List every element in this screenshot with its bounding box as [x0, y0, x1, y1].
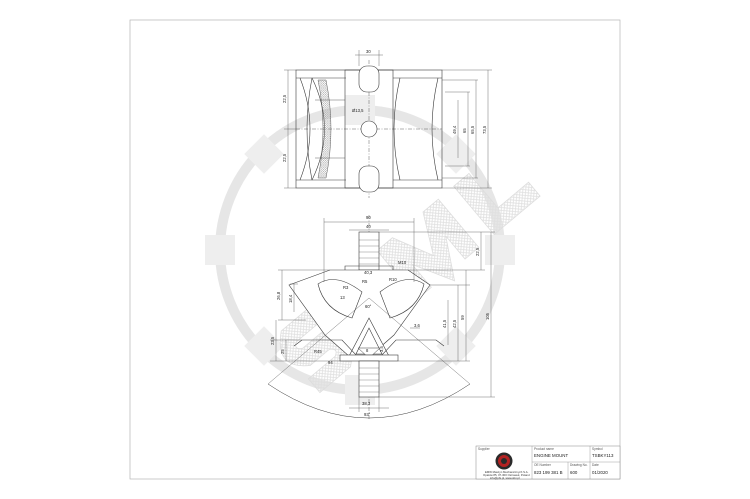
- dim-bottom-angle: 93°: [364, 412, 371, 417]
- dim-mid: 3,6: [414, 323, 420, 328]
- front-bottom-stud: [358, 360, 380, 398]
- front-view: [267, 215, 495, 420]
- top-slot-upper: [358, 65, 380, 93]
- dim-left-height-a: 26,8: [276, 291, 281, 300]
- oe-number-value: 823 199 381 B: [534, 470, 563, 475]
- dim-inner-width: 40,3: [364, 270, 373, 275]
- dim-right-a: 49,4: [452, 125, 457, 134]
- dim-right-d: 73,5: [482, 125, 487, 134]
- dim-r10: R10: [389, 277, 397, 282]
- dim-right-c: 65,5: [470, 125, 475, 134]
- sheet-border: [129, 19, 621, 480]
- dim-top-width: 30: [366, 49, 371, 54]
- company-address-2: info@pbi.pl, www.sbn.pl: [490, 476, 520, 480]
- dim-angle-60: 60°: [365, 304, 372, 309]
- company-logo: [495, 452, 513, 470]
- dim-small-2: 8: [366, 348, 369, 353]
- product-name: ENGINE MOUNT: [534, 453, 568, 458]
- drawing-no-label: Drawing No.: [570, 463, 588, 467]
- dim-stud-width: 40: [366, 224, 371, 229]
- front-view-dims: 90 40 40,3 M10 R10 R5 R3 26,8 18,4 22,5 …: [270, 215, 490, 417]
- dim-left-height-b: 18,4: [288, 294, 293, 303]
- dim-right-b: 41,5: [442, 319, 447, 328]
- dim-r3: R3: [343, 285, 349, 290]
- dim-left-lower: 22,5: [282, 153, 287, 162]
- supplier-label: Supplier: [478, 447, 491, 451]
- date-value: 01/2020: [592, 470, 608, 475]
- date-label: Date: [592, 463, 599, 467]
- company-name: EMW Maszyn Mechanicznych S.A.: [485, 470, 529, 474]
- top-view-dims: 30 22,5 22,5 Ø13,5 49,4 65 65,5 73,5: [282, 49, 487, 162]
- dim-right-total: 105: [485, 312, 490, 320]
- dim-hole-label: Ø13,5: [352, 108, 364, 113]
- dim-right-a: 22,5: [475, 247, 480, 256]
- top-rubber-hatch: [317, 79, 332, 179]
- dim-right-c: 42,5: [452, 319, 457, 328]
- symbol-label: Symbol: [592, 447, 603, 451]
- dim-m10: M10: [398, 260, 407, 265]
- dim-right-b: 65: [462, 128, 467, 133]
- drawing-no-value: 600: [570, 470, 578, 475]
- dim-bottom-stud: 38,3: [362, 401, 371, 406]
- dim-r5: R5: [362, 279, 368, 284]
- dim-left-upper: 22,5: [282, 94, 287, 103]
- dim-small-1: 13: [340, 295, 345, 300]
- dim-tri: 3,5: [379, 346, 384, 352]
- top-slot-lower: [358, 165, 380, 193]
- company-address-1: Opatów 85, 07-300 Ostrowek, Poland: [483, 473, 530, 477]
- front-left-void: [317, 279, 363, 319]
- dim-left-low-a: 23,5: [270, 336, 275, 345]
- symbol-value: TSBKY113: [592, 453, 614, 458]
- dim-left-low-b: 25: [280, 349, 285, 354]
- front-arc-r45: [267, 383, 471, 419]
- front-base-plate: [339, 354, 399, 362]
- dim-right-d: 59: [460, 315, 465, 320]
- watermark-logo: [205, 95, 541, 405]
- oe-number-label: OE Number: [534, 463, 552, 467]
- title-block: Supplier EMW Maszyn Mechanicznych S.A. O…: [475, 445, 621, 480]
- front-right-void: [379, 279, 425, 319]
- top-center-hole: [360, 120, 378, 138]
- dim-r45: R45: [314, 349, 322, 354]
- product-name-label: Product name: [534, 447, 554, 451]
- front-top-stud: [358, 231, 380, 271]
- dim-overall-width: 90: [366, 215, 371, 220]
- dim-angle-94: 94: [328, 360, 333, 365]
- top-view: [284, 50, 492, 198]
